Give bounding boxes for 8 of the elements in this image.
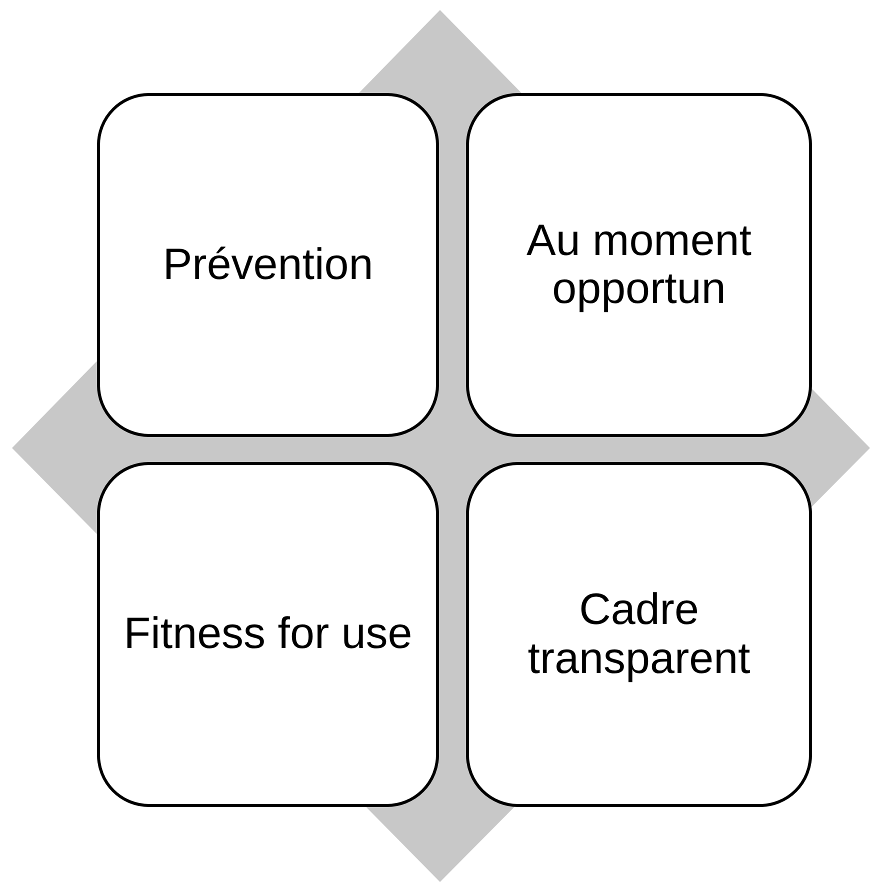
- rounded-box: [97, 462, 439, 807]
- rounded-box: [466, 462, 812, 807]
- box-label: Au moment opportun: [526, 216, 752, 314]
- box-label: Prévention: [162, 240, 374, 290]
- box-label: Fitness for use: [122, 610, 414, 659]
- rounded-box: [97, 93, 439, 437]
- box-label: Cadre transparent: [526, 586, 752, 683]
- rounded-box: [466, 93, 812, 437]
